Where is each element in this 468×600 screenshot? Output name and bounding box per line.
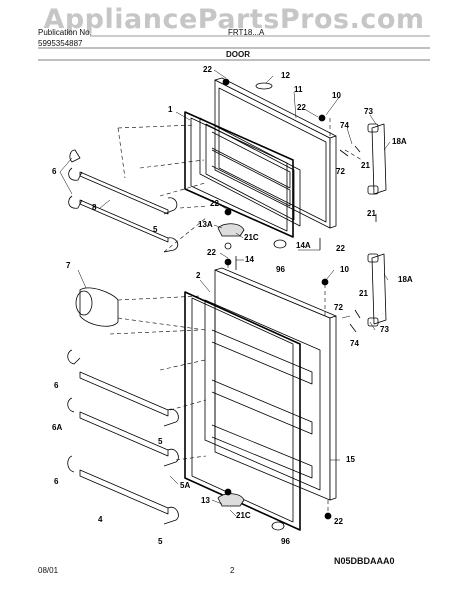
callout-label: 11 bbox=[294, 85, 303, 94]
fresh-food-door-handle bbox=[367, 253, 387, 327]
callout-label: 7 bbox=[66, 261, 71, 270]
callout-label: 5 bbox=[158, 437, 163, 446]
callout-label: 6 bbox=[54, 381, 59, 390]
callout-label: 22 bbox=[297, 103, 306, 112]
callout-label: 6 bbox=[52, 167, 57, 176]
callout-label: 10 bbox=[340, 265, 349, 274]
hinge-screw-icon bbox=[318, 114, 326, 122]
callout-leaders bbox=[59, 69, 391, 517]
footer-date: 08/01 bbox=[38, 566, 59, 575]
callout-label: 21 bbox=[367, 209, 376, 218]
callout-label: 1 bbox=[168, 105, 173, 114]
callout-label: 2 bbox=[196, 271, 201, 280]
hinge-screw-icon bbox=[324, 512, 332, 520]
callout-label: 72 bbox=[336, 167, 345, 176]
callout-label: 21 bbox=[361, 161, 370, 170]
callout-label: 22 bbox=[203, 65, 212, 74]
callout-label: 5 bbox=[158, 537, 163, 546]
assembly-leader-lines bbox=[117, 78, 363, 253]
callout-label: 21C bbox=[236, 511, 251, 520]
callout-label: 14 bbox=[245, 255, 254, 264]
callout-label: 14A bbox=[296, 241, 311, 250]
callout-label: 15 bbox=[346, 455, 355, 464]
washer-icon bbox=[271, 521, 285, 531]
callout-label: 74 bbox=[340, 121, 349, 130]
page-number: 2 bbox=[230, 566, 235, 575]
freezer-door-shelf bbox=[68, 149, 169, 215]
fresh-food-door-shelf bbox=[67, 349, 179, 427]
callout-label: 74 bbox=[350, 339, 359, 348]
hinge-cap-icon bbox=[255, 82, 273, 90]
callout-label: 22 bbox=[336, 244, 345, 253]
assembly-leader-lines bbox=[109, 262, 329, 512]
shelf-end-cap bbox=[163, 197, 178, 215]
callout-label: 21C bbox=[244, 233, 259, 242]
fresh-food-door-liner bbox=[204, 299, 321, 491]
callout-label: 8 bbox=[92, 203, 97, 212]
publication-label: Publication No. bbox=[38, 28, 92, 37]
model-number: FRT18...A bbox=[228, 28, 265, 37]
callout-label: 12 bbox=[281, 71, 290, 80]
handle-screws bbox=[339, 145, 377, 222]
hinge-screw-icon bbox=[321, 278, 329, 286]
handle-screws bbox=[349, 309, 361, 333]
callout-label: 21 bbox=[359, 289, 368, 298]
callout-label: 96 bbox=[276, 265, 285, 274]
callout-label: 96 bbox=[281, 537, 290, 546]
callout-label: 18A bbox=[398, 275, 413, 284]
freezer-lower-hinge bbox=[217, 208, 245, 250]
hinge-screw-icon bbox=[224, 258, 232, 266]
callout-label: 13A bbox=[198, 220, 213, 229]
freezer-door-liner bbox=[199, 117, 301, 227]
callout-label: 6A bbox=[52, 423, 63, 432]
fresh-food-lower-hinge bbox=[217, 488, 245, 507]
fresh-food-door-shelf bbox=[67, 455, 179, 525]
callout-label: 5 bbox=[153, 225, 158, 234]
dairy-compartment bbox=[75, 287, 119, 327]
freezer-door-handle bbox=[367, 123, 387, 195]
callout-label: 22 bbox=[210, 199, 219, 208]
fresh-food-door-shelf bbox=[67, 397, 179, 467]
callout-label: 13 bbox=[201, 496, 210, 505]
callout-label: 5A bbox=[180, 481, 191, 490]
callout-label: 6 bbox=[54, 477, 59, 486]
callout-label: 22 bbox=[334, 517, 343, 526]
fresh-food-gasket bbox=[184, 291, 301, 531]
callout-label: 22 bbox=[207, 248, 216, 257]
diagram-code: N05DBDAAA0 bbox=[334, 556, 395, 566]
hinge-screw-icon bbox=[222, 78, 230, 86]
section-title: DOOR bbox=[226, 50, 250, 59]
callout-label: 73 bbox=[364, 107, 373, 116]
freezer-door-shelf bbox=[68, 195, 169, 243]
freezer-door-outer-panel bbox=[214, 77, 337, 229]
publication-number: 5995354887 bbox=[38, 39, 83, 48]
fresh-food-door-outer-panel bbox=[214, 267, 337, 501]
washer-icon bbox=[273, 239, 287, 249]
callout-label: 73 bbox=[380, 325, 389, 334]
shelf-end-cap bbox=[163, 237, 179, 253]
callout-label: 10 bbox=[332, 91, 341, 100]
callout-label: 4 bbox=[98, 515, 103, 524]
freezer-gasket bbox=[184, 111, 294, 238]
callout-label: 18A bbox=[392, 137, 407, 146]
callout-label: 72 bbox=[334, 303, 343, 312]
